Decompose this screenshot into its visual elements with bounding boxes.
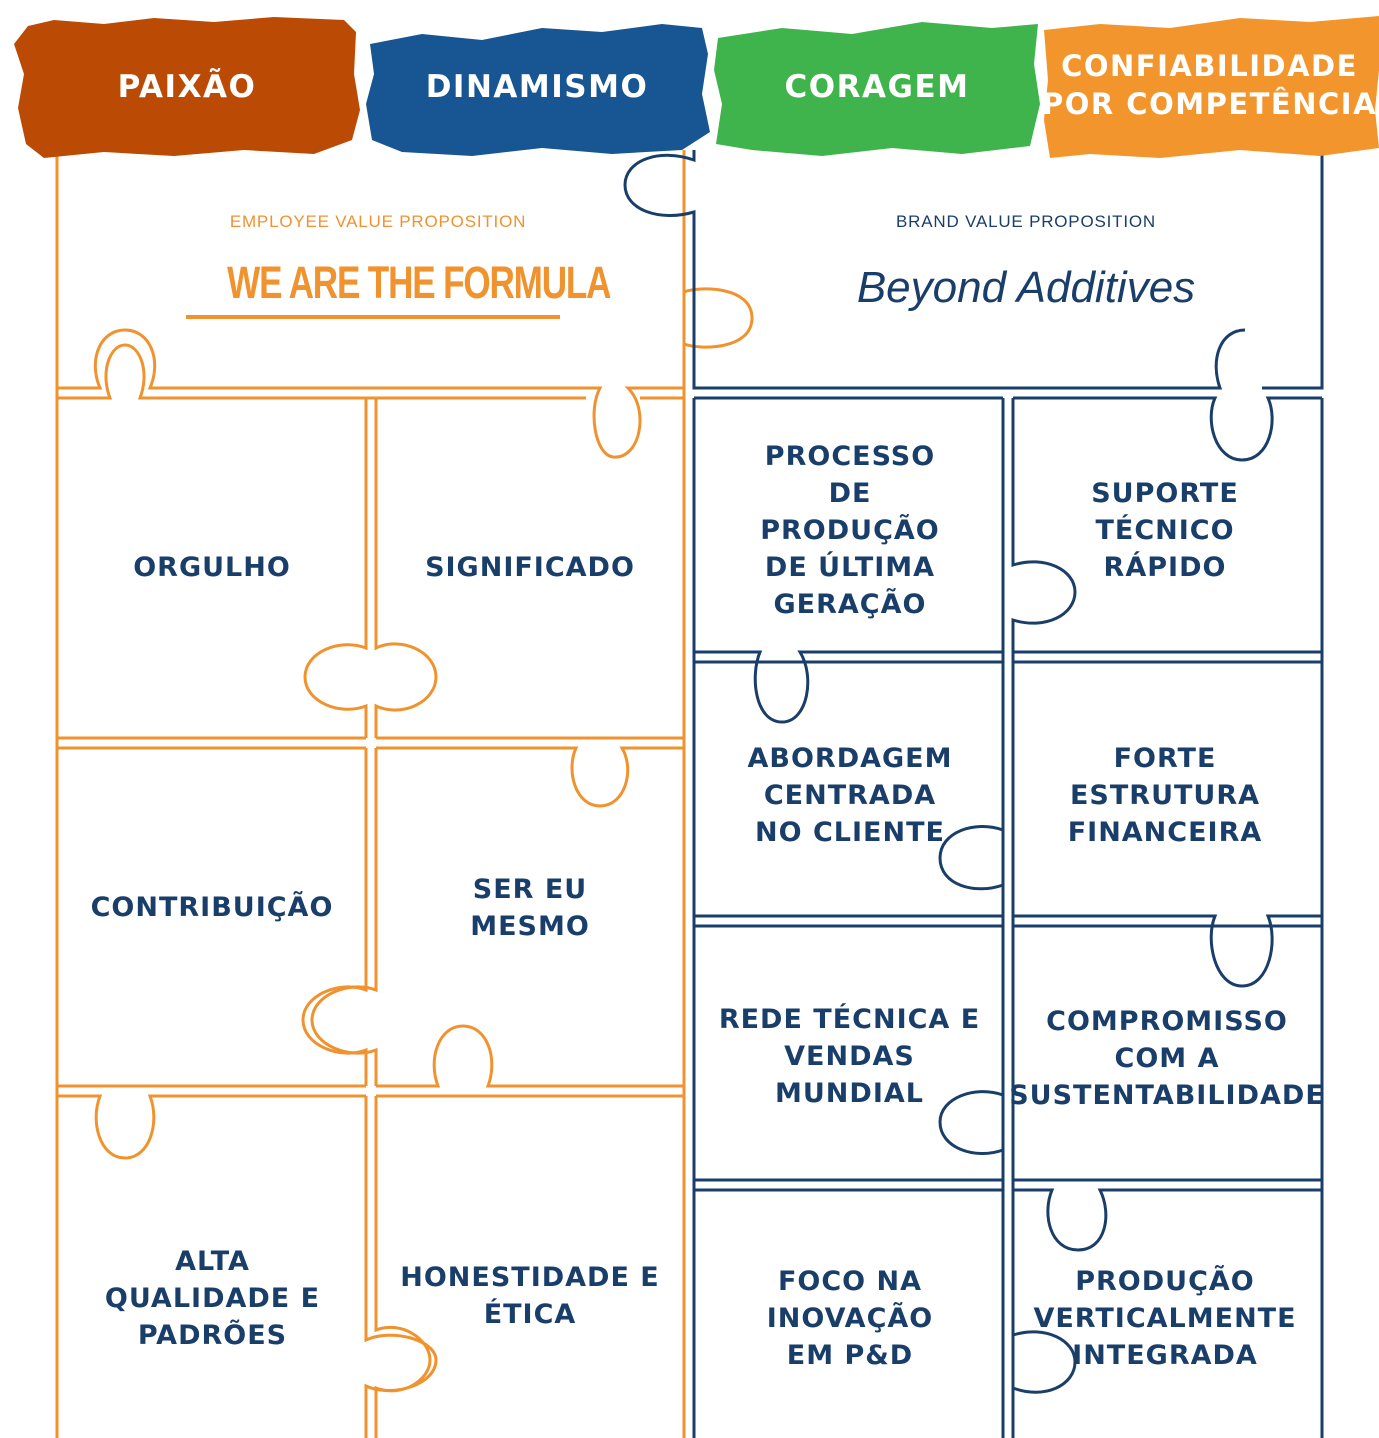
banner-label-line-1: CONFIABILIDADE (1061, 49, 1358, 83)
banner-label: CORAGEM (784, 69, 970, 105)
evp-tagline: WE ARE THE FORMULA (227, 257, 611, 308)
bvp-item-forte: FORTE ESTRUTURA FINANCEIRA (1067, 742, 1263, 848)
evp-tagline-underline (186, 315, 560, 319)
banner-label-line-2: POR COMPETÊNCIA (1041, 87, 1378, 121)
banner-dinamismo: DINAMISMO (362, 14, 712, 160)
brush-stroke-shape (1044, 16, 1379, 158)
bvp-item-compromisso: COMPROMISSO COM A SUSTENTABILIDADE (1009, 1005, 1325, 1111)
banner-confiabilidade: CONFIABILIDADE POR COMPETÊNCIA (1040, 10, 1379, 160)
bvp-item-rede: REDE TÉCNICA E VENDAS MUNDIAL (718, 1003, 981, 1109)
banner-label-two-line: CONFIABILIDADE POR COMPETÊNCIA (1042, 47, 1377, 123)
bvp-item-processo: PROCESSO DE PRODUÇÃO DE ÚLTIMA GERAÇÃO (760, 440, 940, 620)
evp-item-orgulho: ORGULHO (133, 552, 291, 583)
evp-item-significado: SIGNIFICADO (425, 552, 635, 583)
bvp-tagline: Beyond Additives (856, 263, 1196, 312)
evp-item-ser-eu-mesmo: SER EU MESMO (470, 874, 590, 942)
evp-subtitle: EMPLOYEE VALUE PROPOSITION (229, 212, 527, 231)
evp-item-honestidade: HONESTIDADE E ÉTICA (400, 1262, 660, 1330)
brush-stroke-shape (714, 22, 1040, 156)
bvp-item-producao: PRODUÇÃO VERTICALMENTE INTEGRADA (1033, 1265, 1297, 1371)
banner-label: PAIXÃO (117, 69, 257, 105)
evp-item-contribuicao: CONTRIBUIÇÃO (90, 892, 334, 923)
bvp-item-suporte: SUPORTE TÉCNICO RÁPIDO (1091, 477, 1239, 583)
banner-label: DINAMISMO (425, 69, 649, 105)
banner-coragem: CORAGEM (712, 14, 1042, 160)
brush-stroke-shape (14, 17, 360, 158)
bvp-item-abordagem: ABORDAGEM CENTRADA NO CLIENTE (747, 742, 953, 848)
bvp-subtitle: BRAND VALUE PROPOSITION (896, 212, 1156, 231)
banner-paixao: PAIXÃO (14, 14, 360, 160)
evp-item-alta-qualidade: ALTA QUALIDADE E PADRÕES (104, 1245, 321, 1351)
bvp-item-foco: FOCO NA INOVAÇÃO EM P&D (766, 1265, 934, 1371)
bvp-puzzle-lines (623, 150, 1324, 1438)
brush-stroke-shape (366, 24, 710, 156)
